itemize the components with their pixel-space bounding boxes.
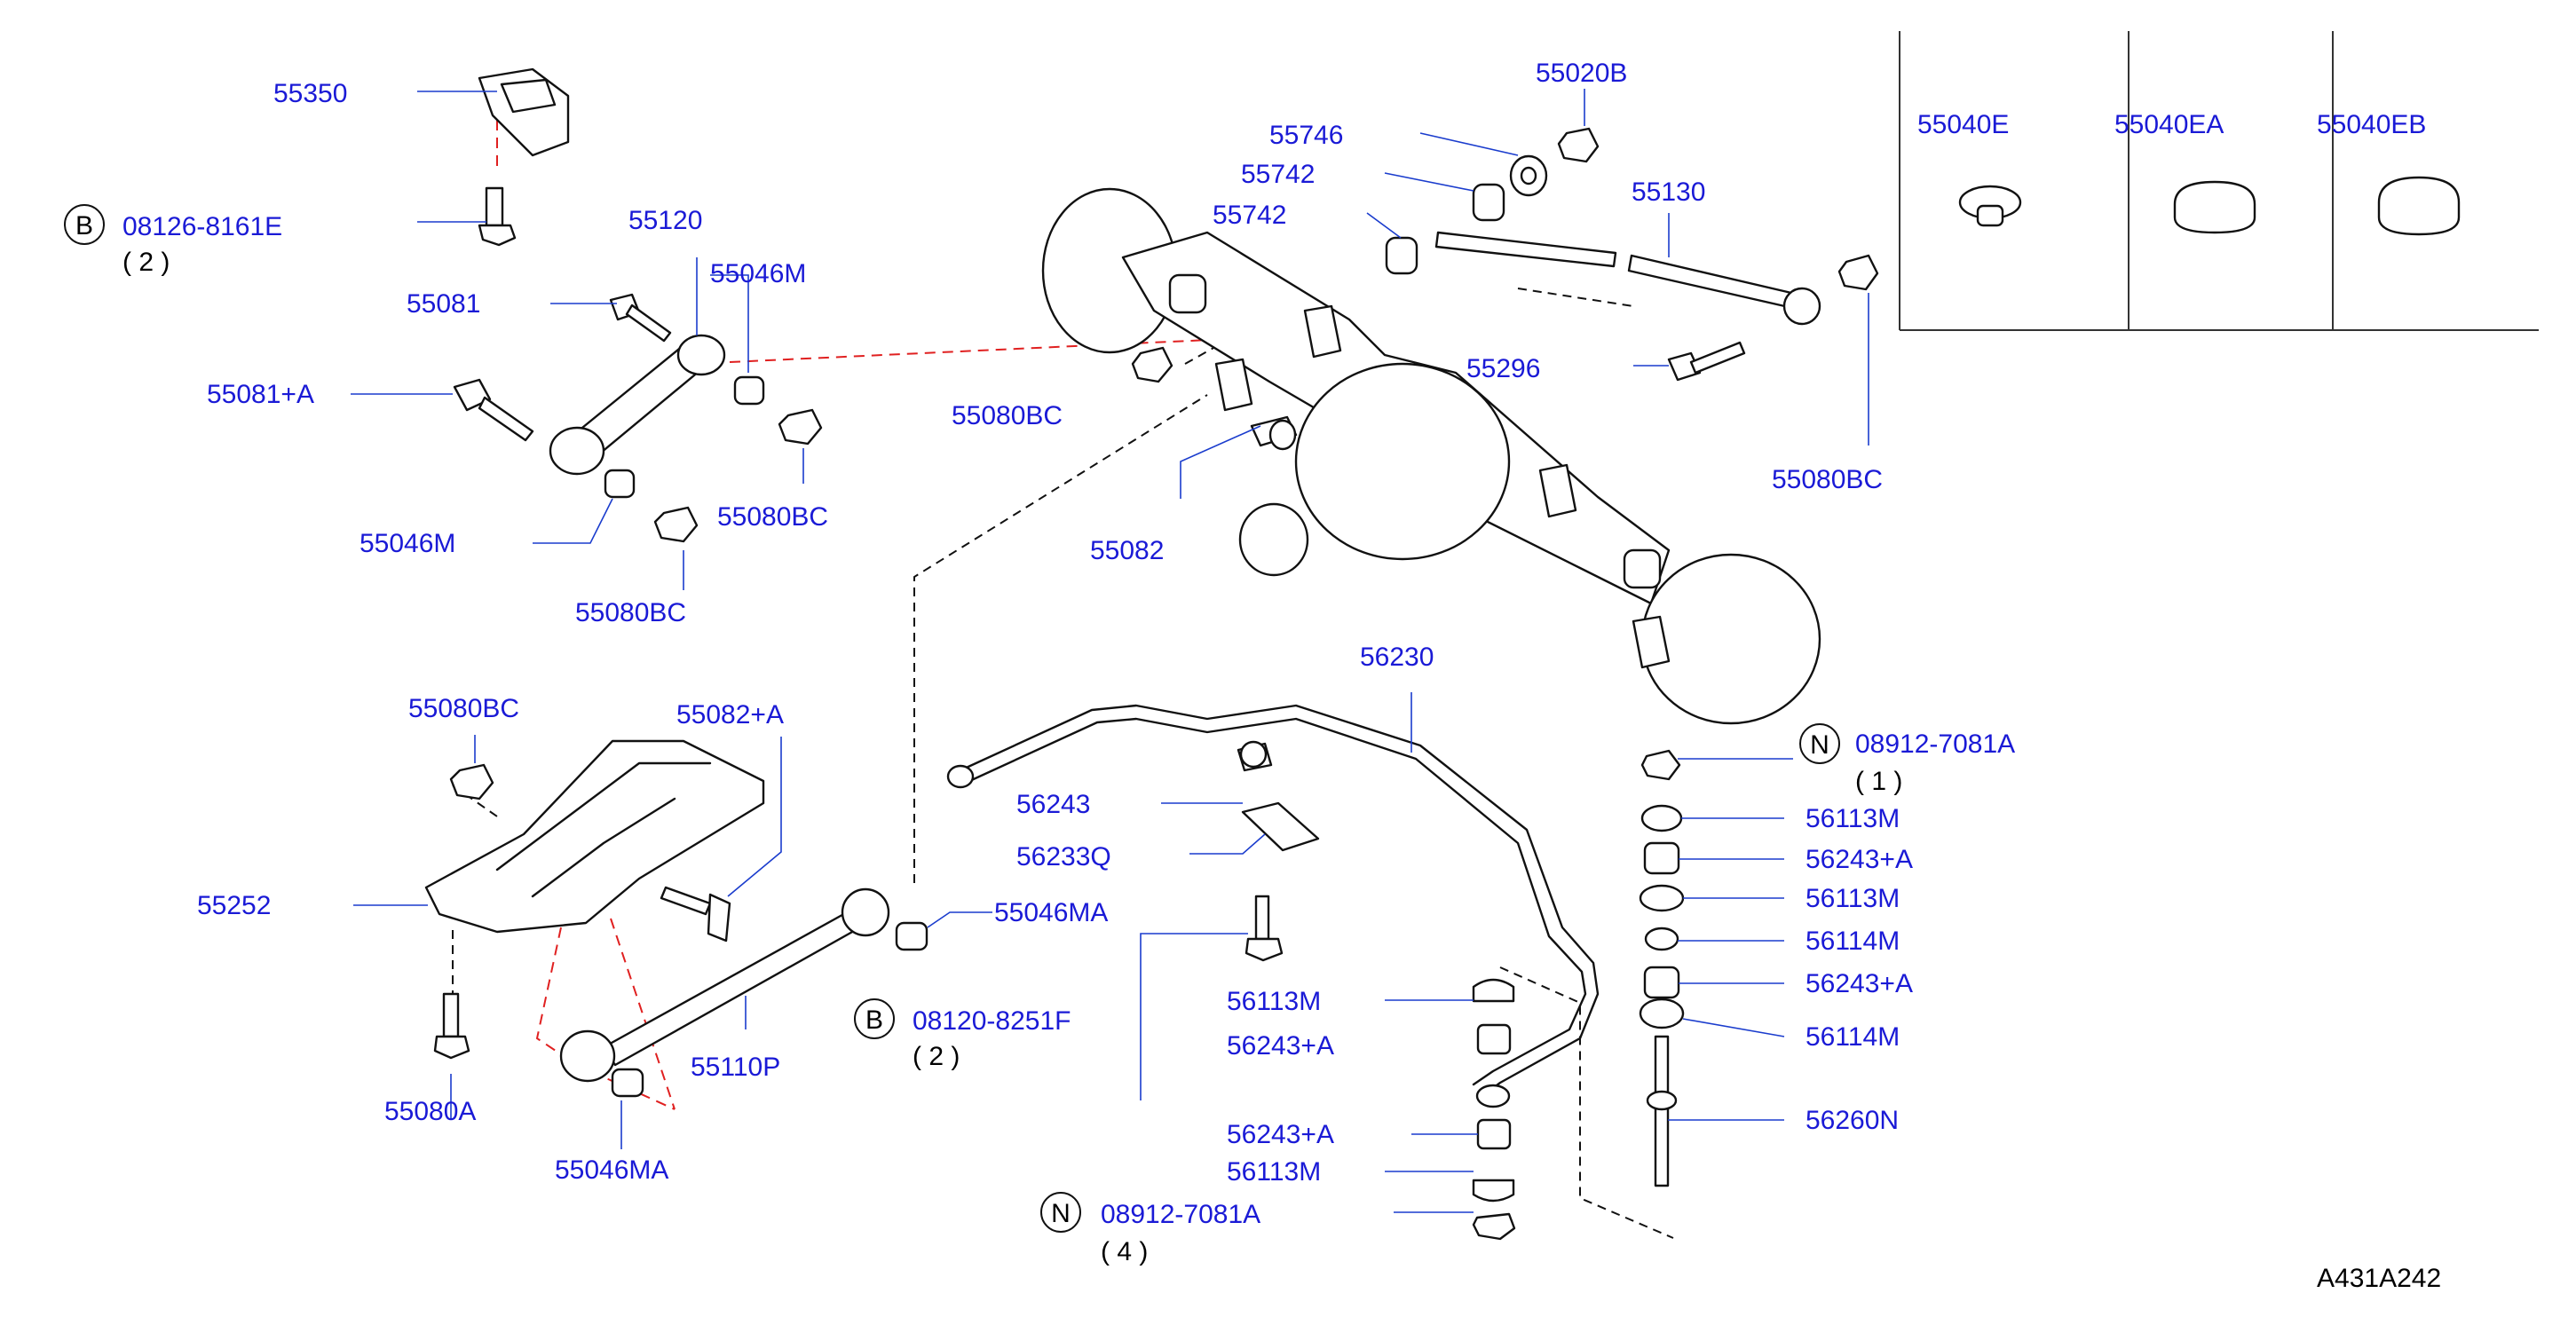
part-55742-bushing-a — [1385, 236, 1418, 275]
label-56113M-l2: 56113M — [1227, 1157, 1321, 1187]
part-08126-bolt — [478, 186, 517, 247]
rear-axle-assembly — [1041, 187, 1821, 725]
label-qty-08126: ( 2 ) — [122, 248, 170, 277]
stack-left — [1245, 895, 1516, 1241]
label-55046M-b: 55046M — [360, 529, 455, 558]
label-55080A: 55080A — [384, 1097, 476, 1126]
label-08912-7081A-a: 08912-7081A — [1855, 729, 2015, 759]
marker-b-08120: B — [854, 998, 895, 1039]
part-55080BC-nut-a — [778, 408, 823, 446]
part-55296-bolt — [1667, 341, 1746, 382]
part-55040EB-plug — [2377, 176, 2461, 236]
part-56230-stabilizer-bar — [946, 704, 1600, 1098]
label-55046M-a: 55046M — [710, 259, 806, 288]
part-55080BC-nut-b — [653, 506, 699, 543]
label-56233Q: 56233Q — [1016, 842, 1111, 871]
part-55040E-plug — [1958, 185, 2022, 227]
marker-n-08912-b: N — [1040, 1192, 1081, 1233]
part-55080BC-nut-e — [449, 763, 494, 800]
part-55081-bolt — [609, 293, 672, 343]
label-55120: 55120 — [628, 206, 702, 235]
label-55040EB: 55040EB — [2317, 110, 2426, 139]
stack-right — [1639, 749, 1685, 1187]
label-55046MA-a: 55046MA — [994, 898, 1108, 927]
label-55080BC-d: 55080BC — [1772, 465, 1883, 494]
label-55046MA-b: 55046MA — [555, 1155, 668, 1185]
label-qty-08912-b: ( 4 ) — [1101, 1237, 1148, 1266]
label-55080BC-a: 55080BC — [717, 502, 828, 532]
label-qty-08120: ( 2 ) — [913, 1042, 960, 1071]
part-08120-bolt — [433, 992, 470, 1060]
label-56230: 56230 — [1360, 643, 1434, 672]
leader-lines — [351, 89, 1869, 1213]
part-55081A-bolt — [453, 378, 534, 442]
part-55046MA-bushing-b — [611, 1068, 644, 1098]
part-55046MA-bushing-a — [895, 921, 928, 951]
label-08120-8251F: 08120-8251F — [913, 1006, 1071, 1036]
marker-b-08120-letter: B — [865, 1005, 883, 1035]
label-56243A-l1: 56243+A — [1227, 1031, 1334, 1061]
part-55046M-bushing-a — [733, 375, 765, 406]
label-56243A-r1: 56243+A — [1806, 845, 1913, 874]
part-55082-bolt — [1250, 415, 1298, 451]
part-55350-bracket — [478, 67, 570, 157]
part-55130-rod — [1434, 231, 1821, 326]
label-08912-7081A-b: 08912-7081A — [1101, 1200, 1260, 1229]
marker-n-08912-a: N — [1799, 723, 1840, 764]
part-55080BC-nut-d — [1837, 254, 1879, 291]
label-55296: 55296 — [1466, 354, 1540, 383]
label-55082A: 55082+A — [676, 700, 784, 729]
label-55080BC-e: 55080BC — [408, 694, 519, 723]
part-55110P-lower-link — [559, 887, 890, 1083]
label-56113M-l1: 56113M — [1227, 987, 1321, 1016]
part-56233Q-bracket — [1241, 801, 1320, 852]
part-55020B-nut — [1557, 127, 1600, 163]
marker-b-08126: B — [64, 204, 105, 245]
label-55130: 55130 — [1632, 177, 1705, 207]
label-55082: 55082 — [1090, 536, 1164, 565]
label-55742-a: 55742 — [1241, 160, 1315, 189]
label-56243: 56243 — [1016, 790, 1090, 819]
label-56113M-r1: 56113M — [1806, 804, 1900, 833]
label-56243A-r2: 56243+A — [1806, 969, 1913, 998]
part-56243-bushing — [1237, 740, 1273, 772]
label-56114M-r2: 56114M — [1806, 1022, 1900, 1052]
label-56113M-r2: 56113M — [1806, 884, 1900, 913]
label-55746: 55746 — [1269, 121, 1343, 150]
marker-b-08126-letter: B — [75, 211, 93, 241]
label-56243A-l2: 56243+A — [1227, 1120, 1334, 1149]
part-55120-link — [549, 334, 726, 476]
part-55746-washer — [1509, 154, 1548, 197]
marker-n-08912-b-letter: N — [1051, 1199, 1071, 1228]
plug-inset-frame — [1899, 31, 2539, 331]
part-55082A-bolt — [660, 886, 731, 942]
label-56114M-r1: 56114M — [1806, 927, 1900, 956]
label-55020B: 55020B — [1536, 59, 1627, 88]
marker-n-08912-a-letter: N — [1810, 730, 1829, 760]
label-56260N: 56260N — [1806, 1106, 1899, 1135]
label-55081: 55081 — [407, 289, 480, 319]
part-55252-bracket — [424, 739, 765, 934]
label-qty-08912-a: ( 1 ) — [1855, 767, 1902, 796]
label-55040E: 55040E — [1917, 110, 2009, 139]
label-08126-8161E: 08126-8161E — [122, 212, 282, 241]
label-55742-b: 55742 — [1213, 201, 1286, 230]
label-55252: 55252 — [197, 891, 271, 920]
label-55350: 55350 — [273, 79, 347, 108]
part-55046M-bushing-b — [604, 469, 636, 499]
label-55110P: 55110P — [691, 1053, 780, 1082]
part-55040EA-plug — [2173, 180, 2256, 234]
part-55742-bushing-b — [1472, 183, 1505, 222]
label-55080BC-b: 55080BC — [575, 598, 686, 627]
label-55080BC-c: 55080BC — [952, 401, 1063, 430]
part-labels: 55350 08126-8161E ( 2 ) 55120 55081 5504… — [122, 59, 2426, 1266]
diagram-code: A431A242 — [2317, 1264, 2441, 1293]
part-55080BC-nut-c — [1131, 346, 1173, 383]
label-55081A: 55081+A — [207, 380, 314, 409]
label-55040EA: 55040EA — [2114, 110, 2224, 139]
